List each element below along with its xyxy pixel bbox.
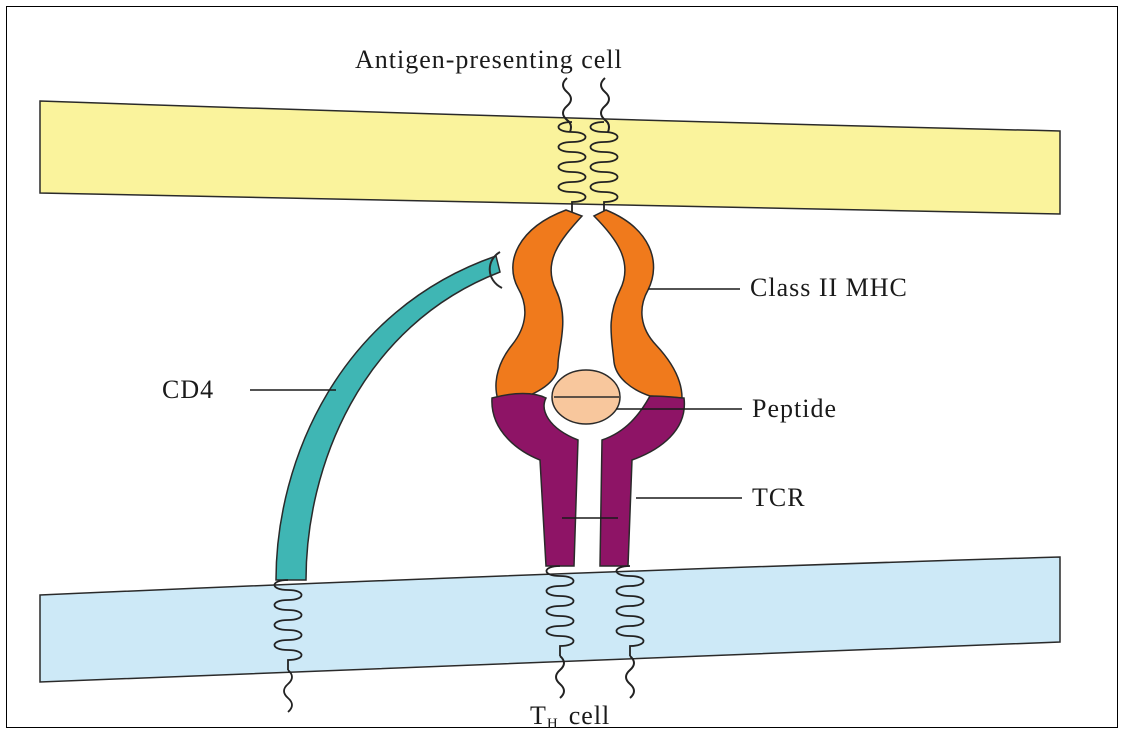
apc-membrane [40,101,1060,214]
tcr-beta-chain [600,396,684,566]
label-th-main: T [530,701,547,730]
mhc-beta-chain [594,210,682,398]
label-class-ii-mhc: Class II MHC [750,273,908,302]
tcr-alpha-chain [492,394,578,567]
label-th-subscript: H [547,716,559,732]
label-cd4: CD4 [162,375,214,404]
label-tcr: TCR [752,483,806,512]
tcr-cytoplasmic-tails [556,656,634,698]
label-th-cell-word: cell [569,701,611,730]
label-antigen-presenting-cell: Antigen-presenting cell [355,45,623,74]
label-peptide: Peptide [752,394,837,423]
th-cell-membrane [40,557,1060,682]
mhc-alpha-chain [496,210,582,400]
cd4 [276,256,500,580]
